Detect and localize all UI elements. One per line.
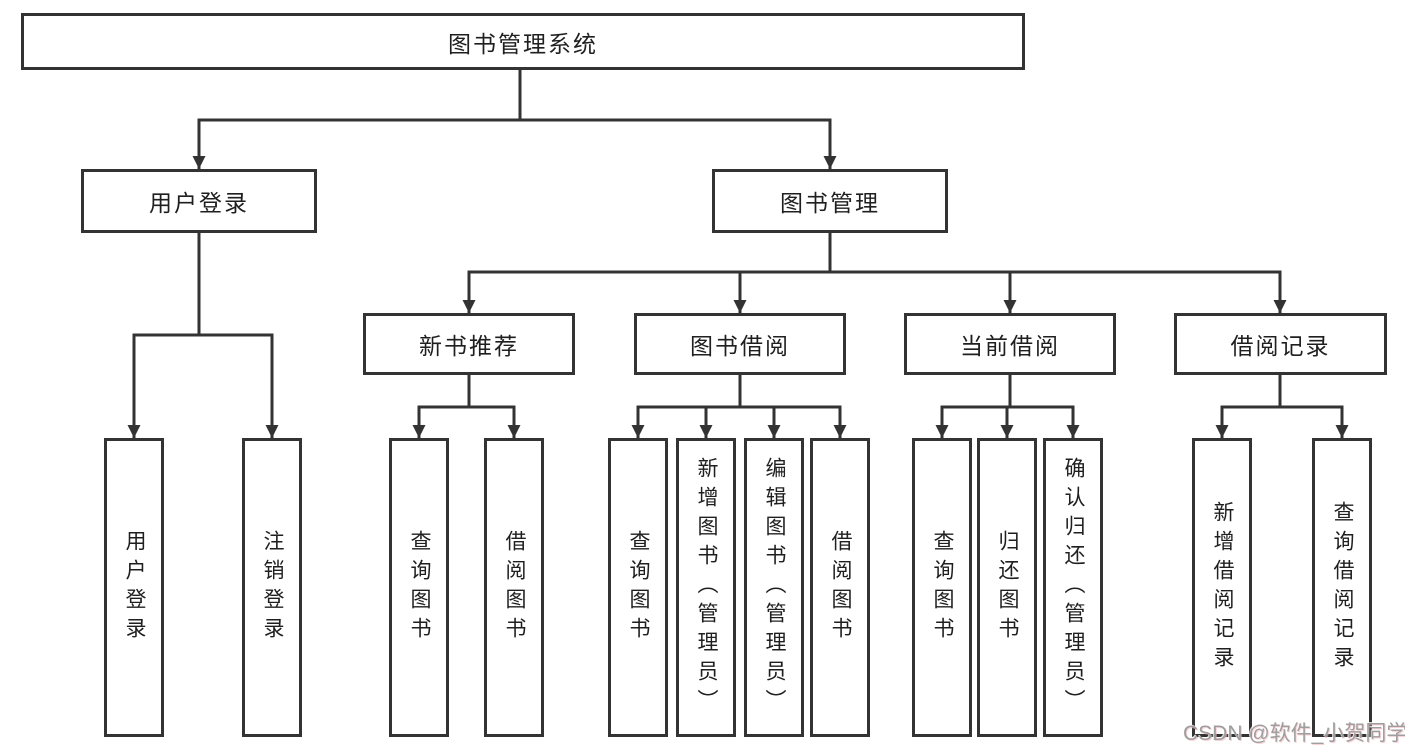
leaf-borrow-books-recommend: 借阅图书 — [484, 438, 544, 737]
leaf-add-books-admin: 新增图书（管理员） — [676, 438, 736, 737]
leaf-borrow-books: 借阅图书 — [810, 438, 870, 737]
leaf-add-borrow-record: 新增借阅记录 — [1192, 438, 1252, 737]
node-new-book-recommend: 新书推荐 — [363, 313, 575, 375]
node-book-management: 图书管理 — [712, 169, 948, 233]
node-root-system: 图书管理系统 — [21, 13, 1025, 70]
node-user-login: 用户登录 — [81, 169, 317, 233]
csdn-watermark: CSDN @软件_小贺同学 — [1183, 722, 1405, 745]
leaf-query-books-recommend: 查询图书 — [389, 438, 449, 737]
node-borrowing-records: 借阅记录 — [1174, 313, 1387, 375]
leaf-logout: 注销登录 — [242, 438, 302, 737]
leaf-query-books-current: 查询图书 — [912, 438, 972, 737]
leaf-edit-books-admin: 编辑图书（管理员） — [744, 438, 804, 737]
node-book-borrowing: 图书借阅 — [634, 313, 846, 375]
node-current-borrowing: 当前借阅 — [904, 313, 1116, 375]
leaf-query-books-borrowing: 查询图书 — [608, 438, 668, 737]
leaf-user-login: 用户登录 — [104, 438, 164, 737]
leaf-return-books: 归还图书 — [977, 438, 1037, 737]
leaf-confirm-return-admin: 确认归还（管理员） — [1043, 438, 1103, 737]
leaf-query-borrow-record: 查询借阅记录 — [1312, 438, 1372, 737]
